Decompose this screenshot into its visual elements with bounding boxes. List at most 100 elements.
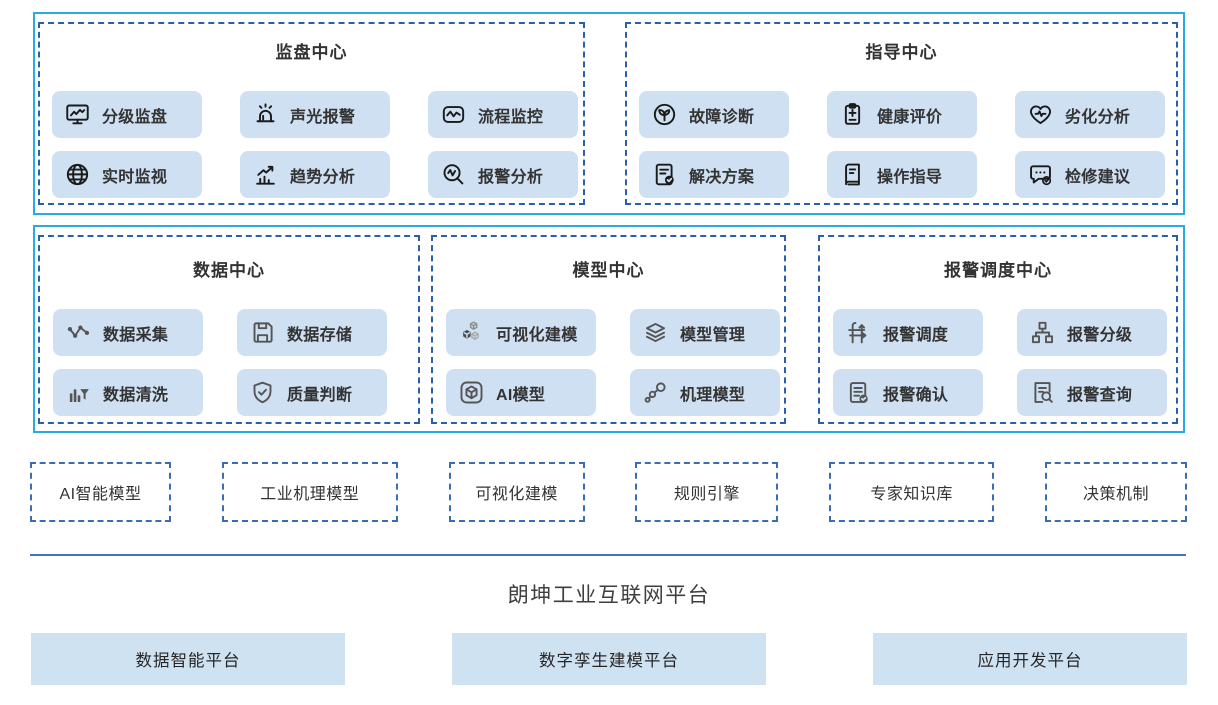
feature-route-shuffle: 报警调度 xyxy=(833,309,983,356)
clipboard-plus-icon xyxy=(839,101,866,128)
list-check-icon xyxy=(845,379,872,406)
document-search-icon xyxy=(1029,379,1056,406)
capability-box-5: 专家知识库 xyxy=(829,462,995,522)
feature-heart-pulse: 劣化分析 xyxy=(1015,91,1165,138)
feature-list-check: 报警确认 xyxy=(833,369,983,416)
pulse-magnifier-icon xyxy=(440,161,467,188)
sprout-circle-icon xyxy=(651,101,678,128)
feature-label: 数据采集 xyxy=(103,326,169,344)
capability-box-3: 可视化建模 xyxy=(448,462,585,522)
monitor-chart-icon xyxy=(64,101,91,128)
floppy-disk-icon xyxy=(249,319,276,346)
feature-label: 分级监盘 xyxy=(102,108,168,126)
feature-cubes: 可视化建模 xyxy=(446,309,596,356)
molecule-icon xyxy=(642,379,669,406)
centers-row-top: 监盘中心 分级监盘 声光报警 流程监控 实时监视 趋势分析 报警分析 指导中心 … xyxy=(33,12,1185,215)
feature-label: 数据存储 xyxy=(287,326,353,344)
center-grid: 数据采集 数据存储 数据清洗 质量判断 xyxy=(40,309,418,416)
feature-clipboard-plus: 健康评价 xyxy=(827,91,977,138)
process-pulse-icon xyxy=(440,101,467,128)
feature-label: 故障诊断 xyxy=(689,108,755,126)
feature-label: 趋势分析 xyxy=(290,168,356,186)
subplatform-box-2: 数字孪生建模平台 xyxy=(452,633,766,685)
feature-label: 流程监控 xyxy=(478,108,544,126)
center-title: 监盘中心 xyxy=(275,43,348,62)
capability-box-2: 工业机理模型 xyxy=(221,462,398,522)
feature-label: 机理模型 xyxy=(680,386,746,404)
feature-globe: 实时监视 xyxy=(52,151,202,198)
feature-label: 质量判断 xyxy=(287,386,353,404)
heart-pulse-icon xyxy=(1027,101,1054,128)
feature-label: 报警调度 xyxy=(883,326,949,344)
centers-row-middle: 数据中心 数据采集 数据存储 数据清洗 质量判断 模型中心 可视化建模 模型管理… xyxy=(33,225,1185,433)
center-title: 模型中心 xyxy=(572,261,645,280)
feature-label: 报警查询 xyxy=(1067,386,1133,404)
feature-molecule: 机理模型 xyxy=(630,369,780,416)
feature-document-check: 解决方案 xyxy=(639,151,789,198)
feature-bars-funnel: 数据清洗 xyxy=(53,369,203,416)
data-points-icon xyxy=(65,319,92,346)
feature-label: 操作指导 xyxy=(877,168,943,186)
cube-3d-icon xyxy=(458,379,485,406)
center-title: 报警调度中心 xyxy=(944,261,1052,280)
center-box-alarm-dispatch-center: 报警调度中心 报警调度 报警分级 报警确认 报警查询 xyxy=(818,235,1178,424)
feature-label: AI模型 xyxy=(496,386,546,404)
capability-box-1: AI智能模型 xyxy=(30,462,171,522)
chat-check-icon xyxy=(1027,161,1054,188)
feature-data-points: 数据采集 xyxy=(53,309,203,356)
feature-label: 报警分析 xyxy=(478,168,544,186)
siren-icon xyxy=(252,101,279,128)
subplatform-box-1: 数据智能平台 xyxy=(31,633,345,685)
capability-box-4: 规则引擎 xyxy=(635,462,779,522)
trend-bars-icon xyxy=(252,161,279,188)
center-box-monitoring-center: 监盘中心 分级监盘 声光报警 流程监控 实时监视 趋势分析 报警分析 xyxy=(38,22,585,205)
route-shuffle-icon xyxy=(845,319,872,346)
feature-monitor-chart: 分级监盘 xyxy=(52,91,202,138)
cubes-icon xyxy=(458,319,485,346)
center-box-data-center: 数据中心 数据采集 数据存储 数据清洗 质量判断 xyxy=(38,235,420,424)
feature-label: 报警分级 xyxy=(1067,326,1133,344)
center-box-model-center: 模型中心 可视化建模 模型管理 AI模型 机理模型 xyxy=(431,235,786,424)
center-grid: 故障诊断 健康评价 劣化分析 解决方案 操作指导 检修建议 xyxy=(627,91,1176,198)
bars-funnel-icon xyxy=(65,379,92,406)
shield-check-icon xyxy=(249,379,276,406)
capability-row: AI智能模型 工业机理模型 可视化建模 规则引擎 专家知识库 决策机制 xyxy=(30,462,1187,522)
feature-document-search: 报警查询 xyxy=(1017,369,1167,416)
feature-label: 劣化分析 xyxy=(1065,108,1131,126)
feature-hierarchy: 报警分级 xyxy=(1017,309,1167,356)
globe-icon xyxy=(64,161,91,188)
center-grid: 分级监盘 声光报警 流程监控 实时监视 趋势分析 报警分析 xyxy=(40,91,583,198)
feature-label: 实时监视 xyxy=(102,168,168,186)
layers-icon xyxy=(642,319,669,346)
feature-label: 数据清洗 xyxy=(103,386,169,404)
feature-label: 可视化建模 xyxy=(496,326,578,344)
feature-cube-3d: AI模型 xyxy=(446,369,596,416)
feature-pulse-magnifier: 报警分析 xyxy=(428,151,578,198)
platform-title: 朗坤工业互联网平台 xyxy=(507,584,711,607)
center-box-guidance-center: 指导中心 故障诊断 健康评价 劣化分析 解决方案 操作指导 检修建议 xyxy=(625,22,1178,205)
center-title: 指导中心 xyxy=(865,43,938,62)
feature-manual-book: 操作指导 xyxy=(827,151,977,198)
feature-process-pulse: 流程监控 xyxy=(428,91,578,138)
feature-sprout-circle: 故障诊断 xyxy=(639,91,789,138)
center-title: 数据中心 xyxy=(193,261,265,280)
document-check-icon xyxy=(651,161,678,188)
feature-label: 报警确认 xyxy=(883,386,949,404)
capability-box-6: 决策机制 xyxy=(1044,462,1187,522)
feature-label: 健康评价 xyxy=(877,108,943,126)
feature-shield-check: 质量判断 xyxy=(237,369,387,416)
feature-label: 声光报警 xyxy=(290,108,356,126)
feature-trend-bars: 趋势分析 xyxy=(240,151,390,198)
center-grid: 可视化建模 模型管理 AI模型 机理模型 xyxy=(433,309,784,416)
feature-layers: 模型管理 xyxy=(630,309,780,356)
feature-siren: 声光报警 xyxy=(240,91,390,138)
feature-floppy-disk: 数据存储 xyxy=(237,309,387,356)
feature-chat-check: 检修建议 xyxy=(1015,151,1165,198)
platform-divider xyxy=(30,554,1186,556)
hierarchy-icon xyxy=(1029,319,1056,346)
feature-label: 检修建议 xyxy=(1065,168,1131,186)
subplatform-box-3: 应用开发平台 xyxy=(873,633,1187,685)
manual-book-icon xyxy=(839,161,866,188)
